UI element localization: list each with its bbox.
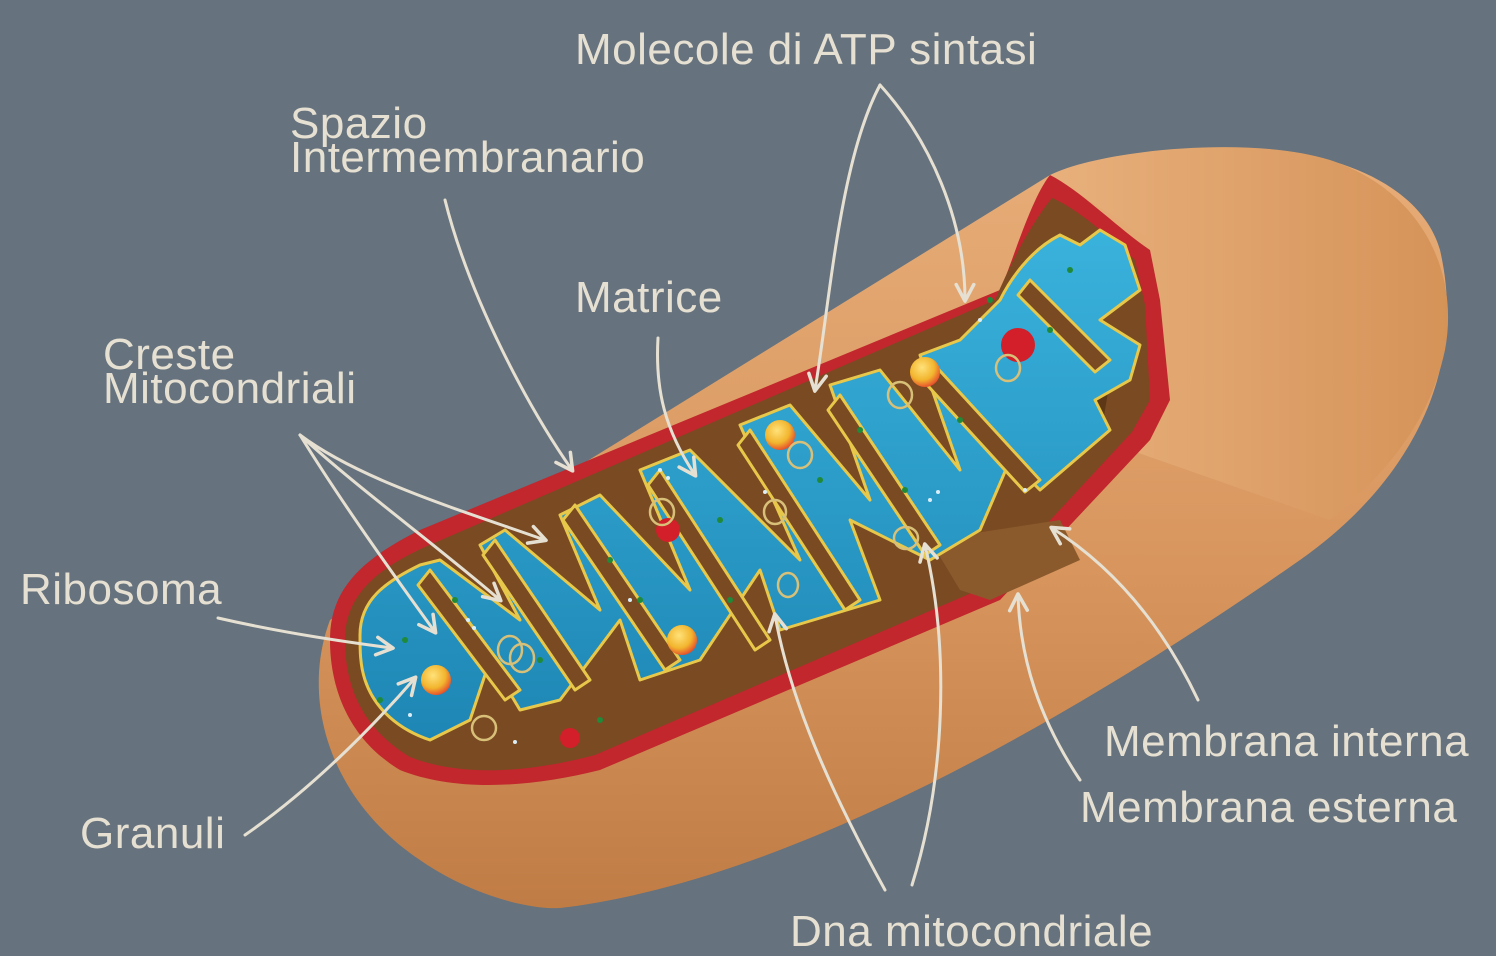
ribosome — [402, 637, 408, 643]
label-atp-synthase: Molecole di ATP sintasi — [575, 28, 1037, 72]
ribosome — [597, 717, 603, 723]
ribosome — [817, 477, 823, 483]
granule — [421, 665, 451, 695]
matrix-particle — [763, 490, 767, 494]
matrix-particle — [936, 490, 940, 494]
matrix-particle — [1023, 488, 1027, 492]
label-intermembrane-space: Spazio Intermembranario — [290, 107, 645, 175]
ribosome — [452, 597, 458, 603]
ribosome — [1067, 267, 1073, 273]
matrix-particle — [466, 618, 470, 622]
ribosome — [727, 597, 733, 603]
granule — [910, 357, 940, 387]
matrix-particle — [628, 598, 632, 602]
label-matrix: Matrice — [575, 276, 723, 320]
granule — [560, 728, 580, 748]
matrix-particle — [513, 740, 517, 744]
matrix-particle — [928, 498, 932, 502]
ribosome — [377, 697, 383, 703]
matrix-particle — [658, 468, 662, 472]
matrix-particle — [666, 476, 670, 480]
matrix-particle — [408, 713, 412, 717]
ribosome — [537, 657, 543, 663]
label-mitochondrial-dna: Dna mitocondriale — [790, 910, 1153, 954]
label-ribosome: Ribosoma — [20, 568, 222, 612]
matrix-particle — [978, 318, 982, 322]
ribosome — [957, 417, 963, 423]
granule — [667, 625, 697, 655]
ribosome — [607, 557, 613, 563]
ribosome — [637, 597, 643, 603]
label-intermembrane-space-line2: Intermembranario — [290, 141, 645, 175]
ribosome — [857, 427, 863, 433]
label-cristae-line2: Mitocondriali — [103, 372, 356, 406]
arrow-spazio — [445, 200, 572, 470]
label-outer-membrane: Membrana esterna — [1080, 786, 1457, 830]
matrix-particle — [472, 626, 476, 630]
ribosome — [902, 487, 908, 493]
label-inner-membrane: Membrana interna — [1104, 720, 1469, 764]
ribosome — [717, 517, 723, 523]
ribosome — [1047, 327, 1053, 333]
label-cristae: Creste Mitocondriali — [103, 338, 356, 406]
ribosome — [987, 297, 993, 303]
granule — [1001, 328, 1035, 362]
granule — [656, 518, 680, 542]
label-granules: Granuli — [80, 812, 225, 856]
